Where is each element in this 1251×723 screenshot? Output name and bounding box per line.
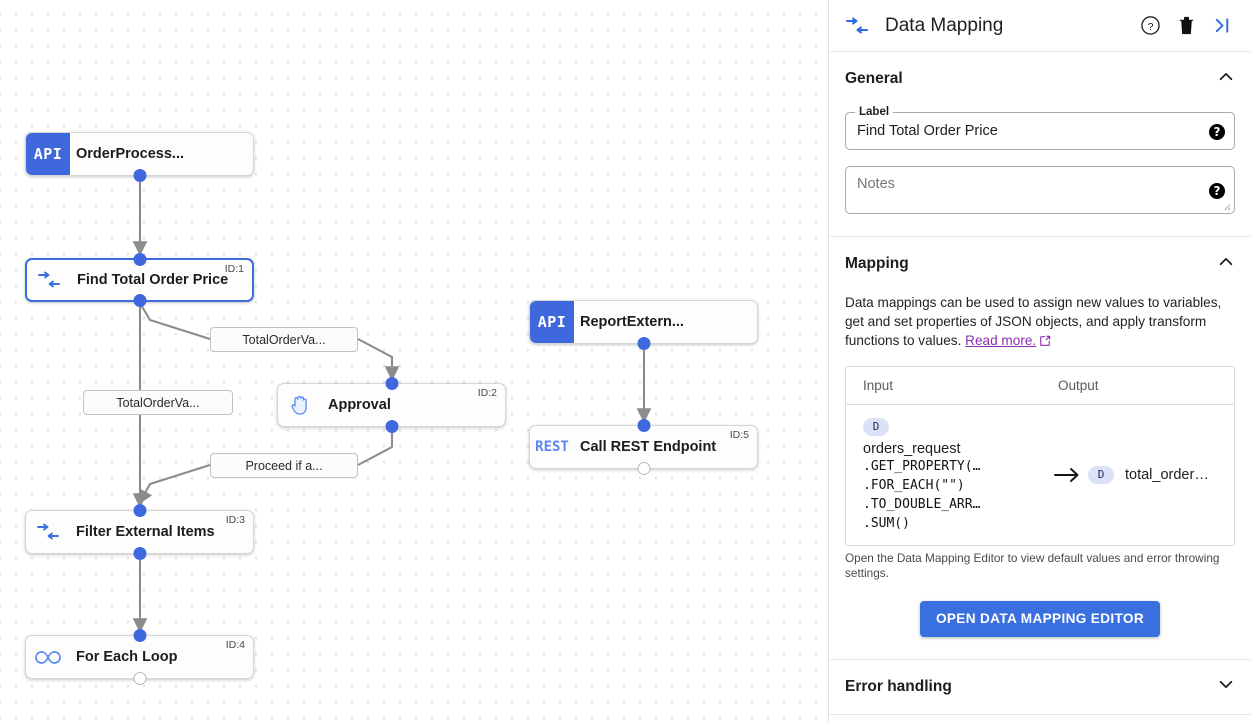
resize-grip-icon[interactable]	[1222, 202, 1231, 211]
section-mapping: Mapping Data mappings can be used to ass…	[829, 237, 1251, 659]
node-id-tag: ID:2	[477, 387, 497, 399]
data-mapping-icon	[26, 511, 70, 553]
node-orderprocess[interactable]: API OrderProcess...	[25, 132, 254, 182]
section-general-header[interactable]: General	[845, 52, 1235, 106]
help-circle-icon[interactable]: ?	[1135, 11, 1165, 41]
help-filled-icon[interactable]: ?	[1209, 124, 1225, 140]
workflow-canvas[interactable]: API OrderProcess... Find Total Order Pri…	[0, 0, 828, 723]
node-port-bottom[interactable]	[385, 420, 398, 433]
open-data-mapping-editor-button[interactable]: OPEN DATA MAPPING EDITOR	[919, 600, 1161, 637]
chevron-up-icon[interactable]	[1217, 253, 1235, 276]
input-chain-step: .SUM()	[863, 515, 910, 531]
trash-icon[interactable]	[1171, 11, 1201, 41]
node-id-tag: ID:4	[225, 639, 245, 651]
node-id-tag: ID:3	[225, 514, 245, 526]
mapping-description-block: Data mappings can be used to assign new …	[845, 293, 1235, 352]
node-filter-external-items[interactable]: Filter External Items ID:3	[25, 504, 254, 560]
node-id-tag: ID:5	[729, 429, 749, 441]
help-filled-icon[interactable]: ?	[1209, 183, 1225, 199]
hand-icon	[278, 384, 322, 426]
panel-header: Data Mapping ?	[829, 0, 1251, 52]
node-title: ReportExtern...	[580, 314, 684, 330]
node-port-bottom[interactable]	[133, 294, 146, 307]
mapping-description: Data mappings can be used to assign new …	[845, 295, 1222, 348]
input-type-chip: D	[863, 417, 889, 436]
node-title: For Each Loop	[76, 649, 178, 665]
input-variable-name: orders_request	[863, 440, 961, 457]
label-field-legend: Label	[855, 106, 894, 118]
node-reportextern[interactable]: API ReportExtern...	[529, 300, 758, 350]
node-id-tag: ID:1	[224, 263, 244, 275]
collapse-right-icon[interactable]	[1207, 11, 1237, 41]
section-title: Mapping	[845, 255, 909, 272]
node-port-bottom[interactable]	[133, 169, 146, 182]
panel-title: Data Mapping	[885, 14, 1004, 36]
rest-badge-icon: REST	[535, 439, 569, 455]
notes-field-placeholder: Notes	[857, 176, 895, 192]
label-field-value: Find Total Order Price	[857, 123, 998, 139]
mapping-table-header: Input Output	[846, 367, 1234, 405]
read-more-link[interactable]: Read more.	[965, 333, 1037, 348]
node-title: Filter External Items	[76, 524, 215, 540]
api-badge-icon: API	[26, 133, 70, 175]
node-port-bottom[interactable]	[637, 337, 650, 350]
properties-panel: Data Mapping ? General Label Find Total …	[828, 0, 1251, 723]
notes-field[interactable]: Notes ?	[845, 166, 1235, 214]
section-error-handling: Error handling	[829, 660, 1251, 714]
edge-label[interactable]: TotalOrderVa...	[210, 327, 358, 352]
section-error-handling-header[interactable]: Error handling	[845, 660, 1235, 714]
column-header-input: Input	[863, 378, 894, 393]
mapping-table: Input Output D orders_request .GET_PROPE…	[845, 366, 1235, 546]
node-port-top[interactable]	[133, 504, 146, 517]
node-port-bottom[interactable]	[133, 547, 146, 560]
input-chain-step: .FOR_EACH("")	[863, 477, 965, 493]
column-header-output: Output	[1058, 378, 1099, 393]
input-chain-step: .TO_DOUBLE_ARR…	[863, 496, 981, 512]
svg-text:?: ?	[1147, 21, 1153, 33]
section-mapping-header[interactable]: Mapping	[845, 237, 1235, 291]
node-for-each-loop[interactable]: For Each Loop ID:4	[25, 629, 254, 685]
mapping-input-cell: D orders_request .GET_PROPERTY(… .FOR_EA…	[846, 417, 1046, 533]
label-field[interactable]: Label Find Total Order Price ?	[845, 106, 1235, 150]
mapping-hint: Open the Data Mapping Editor to view def…	[845, 550, 1220, 580]
chevron-down-icon[interactable]	[1217, 675, 1235, 698]
node-approval[interactable]: Approval ID:2	[277, 377, 506, 433]
mapping-table-row[interactable]: D orders_request .GET_PROPERTY(… .FOR_EA…	[846, 405, 1234, 545]
section-general: General Label Find Total Order Price ? N…	[829, 52, 1251, 236]
mapping-output-cell: D total_order…	[1088, 465, 1234, 484]
divider	[829, 236, 1251, 237]
output-variable-name: total_order…	[1125, 466, 1209, 483]
node-port-top[interactable]	[385, 377, 398, 390]
edge-label[interactable]: Proceed if a...	[210, 453, 358, 478]
input-chain-step: .GET_PROPERTY(…	[863, 458, 981, 474]
output-type-chip: D	[1088, 465, 1114, 484]
node-title: Approval	[328, 397, 391, 413]
section-title: General	[845, 70, 903, 87]
chevron-up-icon[interactable]	[1217, 68, 1235, 91]
node-title: OrderProcess...	[76, 146, 184, 162]
arrow-right-icon	[1046, 466, 1088, 484]
data-mapping-icon	[845, 14, 869, 38]
edge-label[interactable]: TotalOrderVa...	[83, 390, 233, 415]
node-port-top[interactable]	[133, 253, 146, 266]
node-port-top[interactable]	[637, 419, 650, 432]
node-port-top[interactable]	[133, 629, 146, 642]
divider	[829, 658, 1251, 660]
node-port-bottom[interactable]	[637, 462, 650, 475]
infinity-icon	[26, 636, 70, 678]
data-mapping-icon	[27, 260, 71, 300]
divider	[829, 713, 1251, 715]
edge-layer	[132, 182, 652, 633]
api-badge-icon: API	[530, 301, 574, 343]
node-find-total-order-price[interactable]: Find Total Order Price ID:1	[25, 253, 254, 307]
node-call-rest-endpoint[interactable]: REST Call REST Endpoint ID:5	[529, 419, 758, 475]
section-title: Error handling	[845, 677, 952, 695]
node-title: Find Total Order Price	[77, 272, 229, 288]
node-title: Call REST Endpoint	[580, 439, 717, 455]
external-link-icon[interactable]	[1039, 333, 1051, 352]
node-port-bottom[interactable]	[133, 672, 146, 685]
